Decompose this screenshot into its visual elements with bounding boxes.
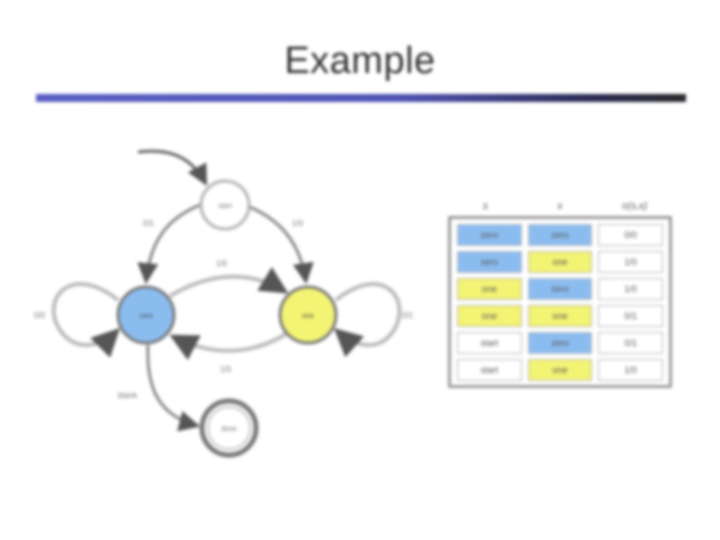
edge-label-top-right: 1/0 xyxy=(292,219,304,228)
edge-right-to-left xyxy=(169,332,288,361)
table-cell: 0/0 xyxy=(598,223,664,246)
slide-title: Example xyxy=(284,40,436,82)
title-underline xyxy=(36,94,686,102)
edge-left-to-right xyxy=(168,266,289,298)
table-cell: 0/1 xyxy=(598,304,664,327)
edge-label-left-self: 0/0 xyxy=(34,311,46,320)
table-header-cell: o(s,x) xyxy=(622,200,648,212)
state-right: one xyxy=(278,285,338,345)
table-cell: zero xyxy=(527,331,593,354)
state-left-label: zero xyxy=(139,313,153,320)
table-header-cell: s xyxy=(482,200,488,212)
edge-left-self-loop xyxy=(51,282,120,358)
table-cell: 1/0 xyxy=(598,358,664,381)
table-cell: start xyxy=(457,331,522,354)
table-cell: one xyxy=(527,358,593,381)
table-cell: 0/1 xyxy=(598,331,664,354)
table-cell: zero xyxy=(457,250,522,273)
state-bottom: done xyxy=(199,398,259,458)
entry-edge xyxy=(137,149,208,186)
table-header: s x o(s,x) xyxy=(448,196,672,216)
state-bottom-label: done xyxy=(221,426,237,433)
table-header-cell: x xyxy=(557,200,563,212)
table-cell: one xyxy=(457,277,522,300)
edge-label-right-self: 0/1 xyxy=(402,311,414,320)
table-cell: one xyxy=(527,250,593,273)
edge-left-to-bottom xyxy=(146,344,201,432)
edge-label-right-to-left: 1/0 xyxy=(220,365,232,374)
state-top: start xyxy=(199,179,251,231)
table-cell: zero xyxy=(457,223,522,246)
edge-right-self-loop xyxy=(333,282,402,358)
table-cell: 1/0 xyxy=(598,250,664,273)
table-cell: zero xyxy=(527,223,593,246)
table-cell: one xyxy=(527,304,593,327)
state-left: zero xyxy=(116,285,176,345)
state-top-label: start xyxy=(218,203,232,210)
edge-top-left xyxy=(137,203,201,285)
edge-top-right xyxy=(244,203,314,285)
table-cell: start xyxy=(457,358,522,381)
table-cell: zero xyxy=(527,277,593,300)
table-cell: 1/0 xyxy=(598,277,664,300)
edge-label-left-to-bottom: blank xyxy=(118,391,138,400)
state-right-label: one xyxy=(302,313,314,320)
edge-label-left-to-right: 1/0 xyxy=(216,259,228,268)
edge-label-top-left: 0/1 xyxy=(143,219,155,228)
table-cell: one xyxy=(457,304,522,327)
